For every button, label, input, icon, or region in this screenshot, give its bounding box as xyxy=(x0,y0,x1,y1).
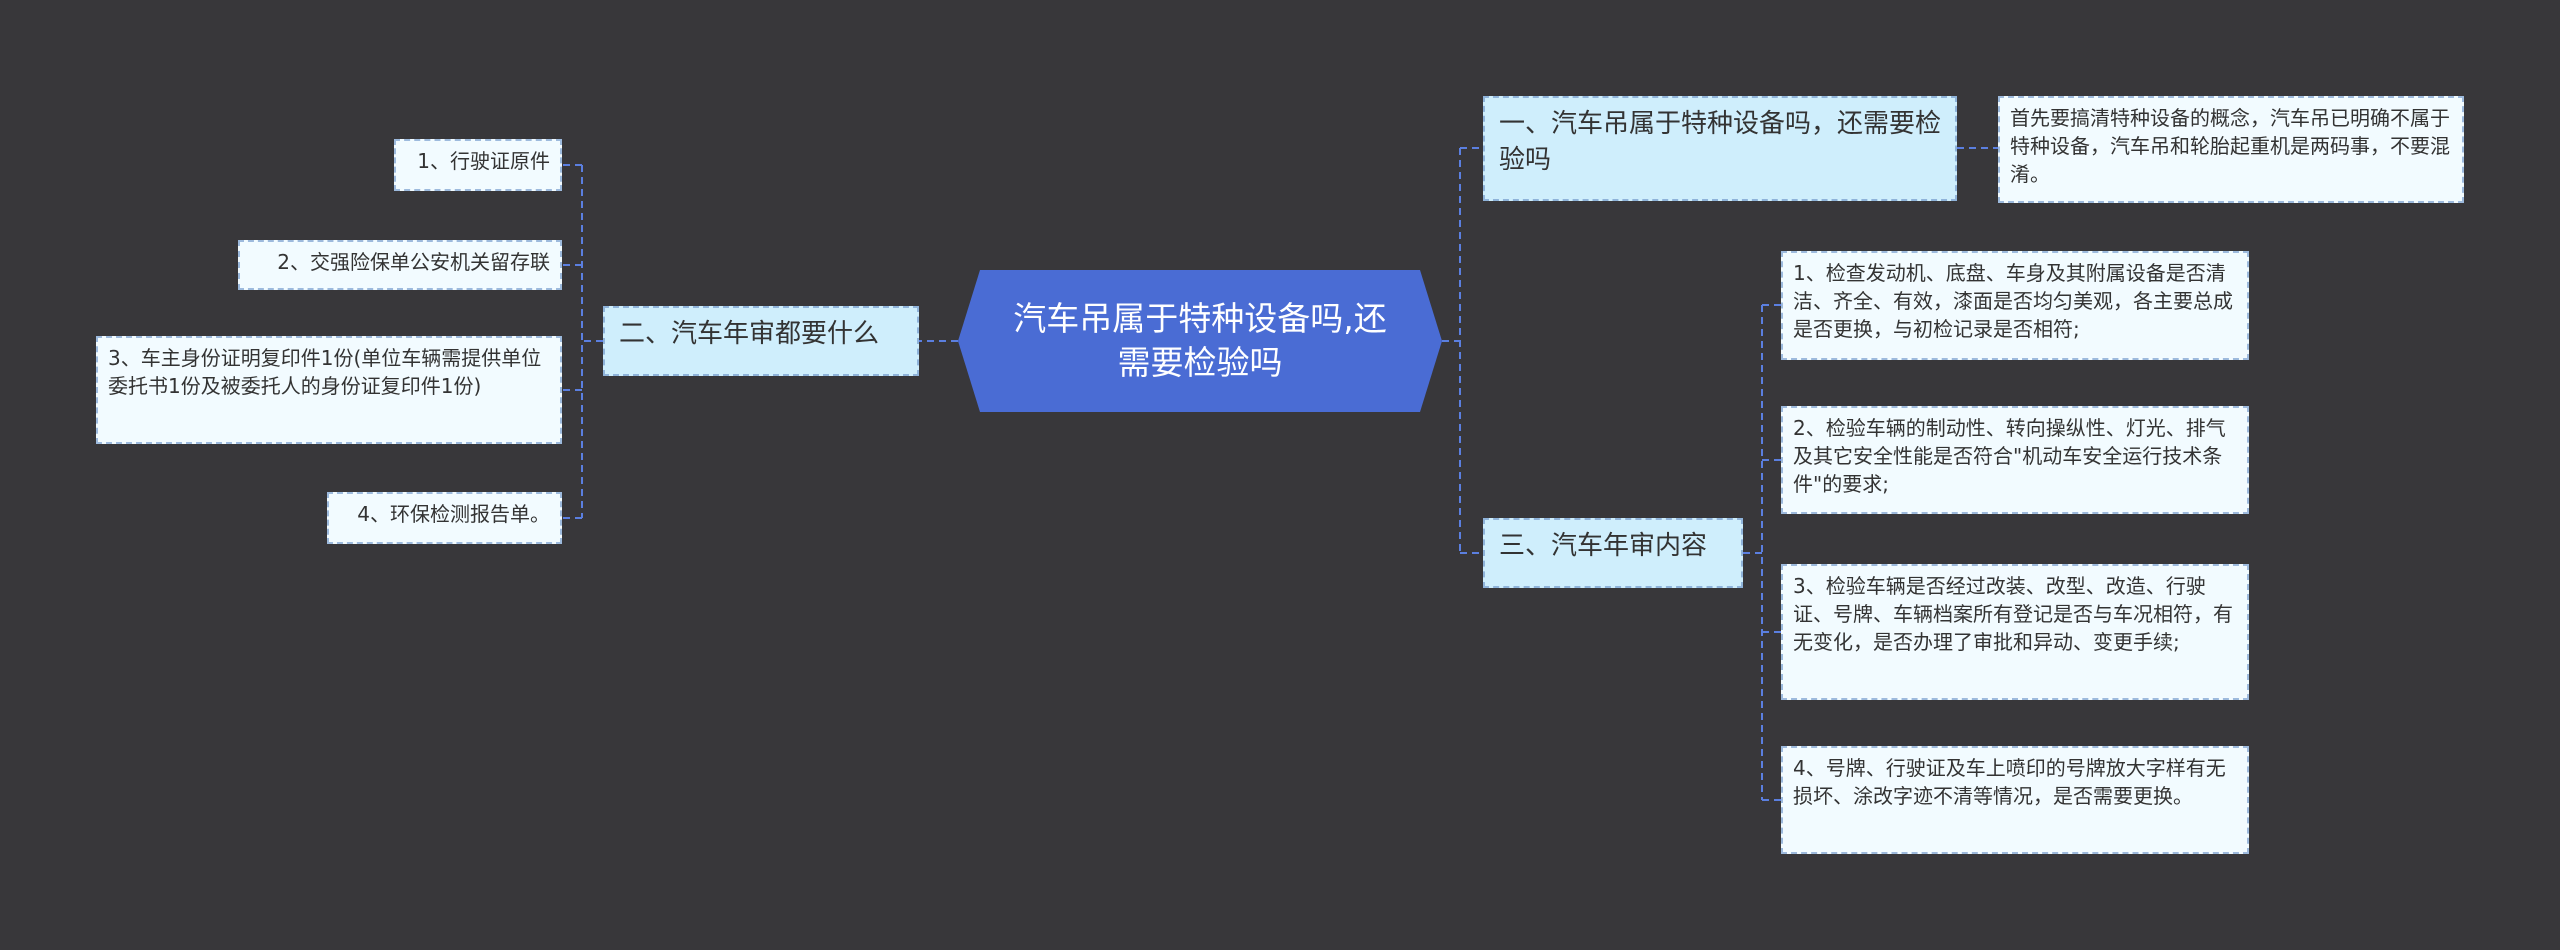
branch-2-leaf-4[interactable]: 4、环保检测报告单。 xyxy=(327,492,562,544)
branch-2-leaf-2-text: 2、交强险保单公安机关留存联 xyxy=(277,250,550,274)
branch-3-leaf-1-text: 1、检查发动机、底盘、车身及其附属设备是否清洁、齐全、有效，漆面是否均匀美观，各… xyxy=(1793,261,2233,341)
branch-topic-1-label: 一、汽车吊属于特种设备吗，还需要检验吗 xyxy=(1499,109,1942,175)
branch-2-leaf-1[interactable]: 1、行驶证原件 xyxy=(394,139,562,191)
branch-topic-2-label: 二、汽车年审都要什么 xyxy=(619,319,880,349)
branch-1-leaf-1[interactable]: 首先要搞清特种设备的概念，汽车吊已明确不属于特种设备，汽车吊和轮胎起重机是两码事… xyxy=(1998,96,2464,203)
branch-2-leaf-2[interactable]: 2、交强险保单公安机关留存联 xyxy=(238,240,562,290)
branch-3-leaf-1[interactable]: 1、检查发动机、底盘、车身及其附属设备是否清洁、齐全、有效，漆面是否均匀美观，各… xyxy=(1781,251,2249,360)
branch-3-leaf-4-text: 4、号牌、行驶证及车上喷印的号牌放大字样有无损坏、涂改字迹不清等情况，是否需要更… xyxy=(1793,756,2226,808)
root-topic-label: 汽车吊属于特种设备吗,还需要检验吗 xyxy=(1013,299,1387,382)
branch-topic-1[interactable]: 一、汽车吊属于特种设备吗，还需要检验吗 xyxy=(1483,96,1957,201)
branch-3-leaf-3[interactable]: 3、检验车辆是否经过改装、改型、改造、行驶证、号牌、车辆档案所有登记是否与车况相… xyxy=(1781,564,2249,700)
branch-topic-3[interactable]: 三、汽车年审内容 xyxy=(1483,518,1743,588)
branch-3-leaf-2[interactable]: 2、检验车辆的制动性、转向操纵性、灯光、排气及其它安全性能是否符合"机动车安全运… xyxy=(1781,406,2249,514)
branch-3-leaf-3-text: 3、检验车辆是否经过改装、改型、改造、行驶证、号牌、车辆档案所有登记是否与车况相… xyxy=(1793,574,2233,654)
branch-topic-3-label: 三、汽车年审内容 xyxy=(1499,531,1708,561)
branch-2-leaf-3-text: 3、车主身份证明复印件1份(单位车辆需提供单位委托书1份及被委托人的身份证复印件… xyxy=(108,346,542,398)
branch-2-leaf-4-text: 4、环保检测报告单。 xyxy=(357,502,550,526)
branch-2-leaf-1-text: 1、行驶证原件 xyxy=(417,149,550,173)
branch-2-leaf-3[interactable]: 3、车主身份证明复印件1份(单位车辆需提供单位委托书1份及被委托人的身份证复印件… xyxy=(96,336,562,444)
branch-1-leaf-1-text: 首先要搞清特种设备的概念，汽车吊已明确不属于特种设备，汽车吊和轮胎起重机是两码事… xyxy=(2010,106,2450,186)
root-topic[interactable]: 汽车吊属于特种设备吗,还需要检验吗 xyxy=(958,270,1442,412)
branch-3-leaf-4[interactable]: 4、号牌、行驶证及车上喷印的号牌放大字样有无损坏、涂改字迹不清等情况，是否需要更… xyxy=(1781,746,2249,854)
branch-3-leaf-2-text: 2、检验车辆的制动性、转向操纵性、灯光、排气及其它安全性能是否符合"机动车安全运… xyxy=(1793,416,2226,496)
branch-topic-2[interactable]: 二、汽车年审都要什么 xyxy=(603,306,919,376)
